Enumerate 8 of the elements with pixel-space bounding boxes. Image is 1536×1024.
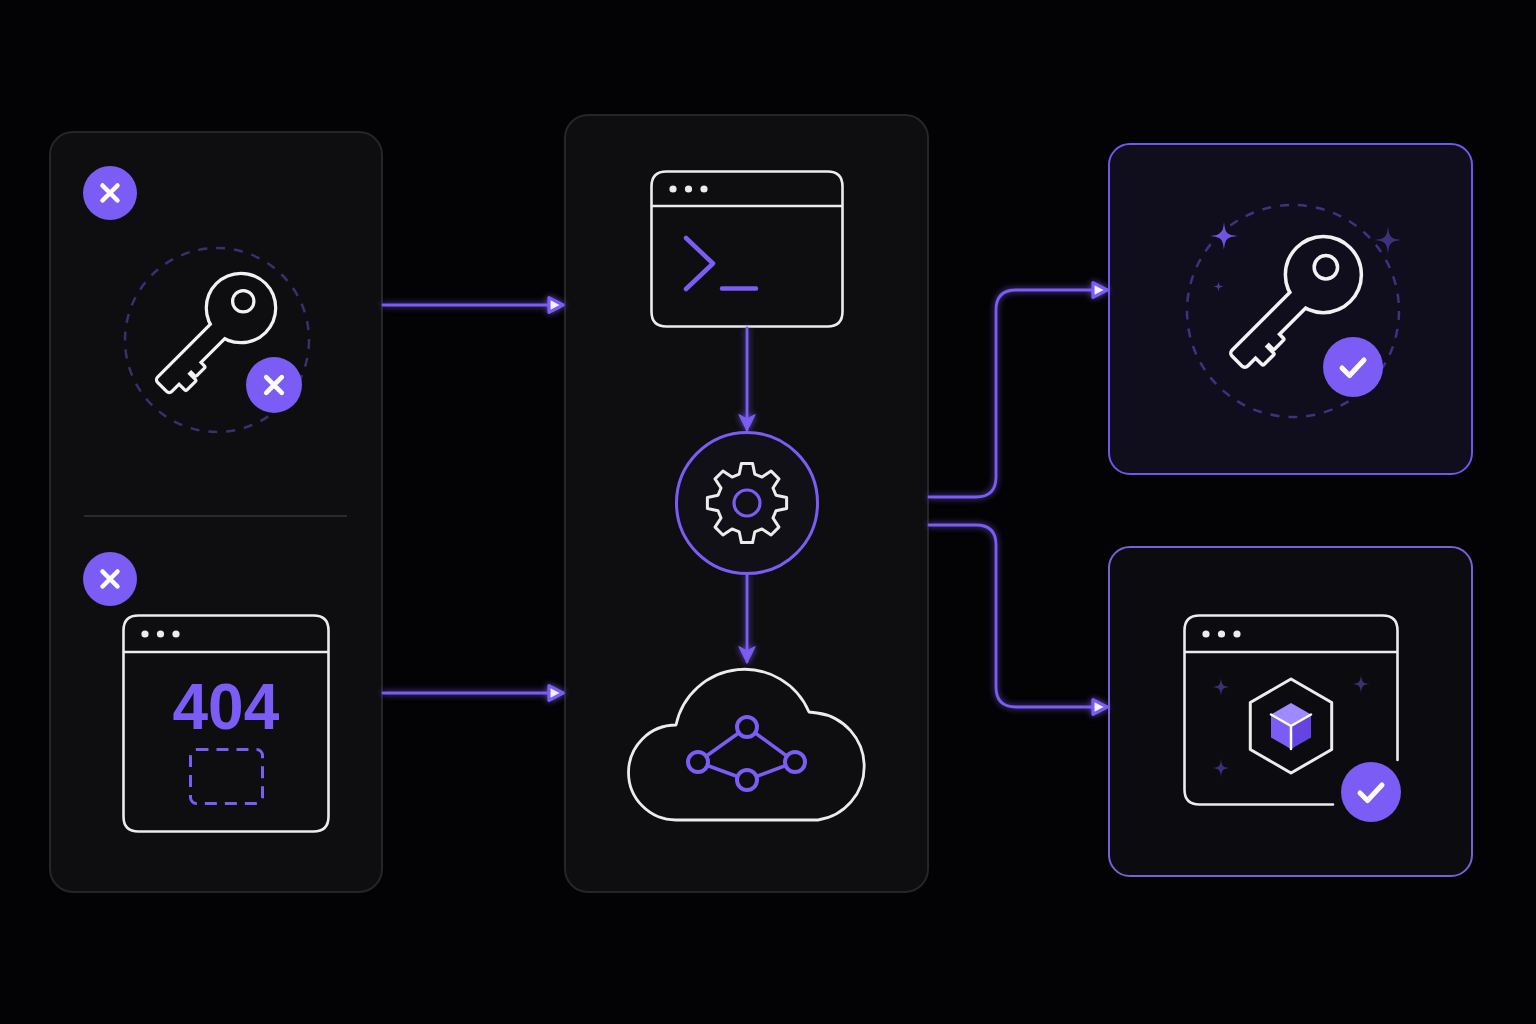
arrow: [738, 573, 756, 664]
arrow: [927, 281, 1109, 499]
card-panel: [564, 114, 929, 893]
arrow: [381, 296, 565, 314]
arrow: [927, 523, 1109, 716]
arrow: [738, 326, 756, 432]
arrow: [381, 684, 565, 702]
card-panel: [1108, 143, 1473, 475]
